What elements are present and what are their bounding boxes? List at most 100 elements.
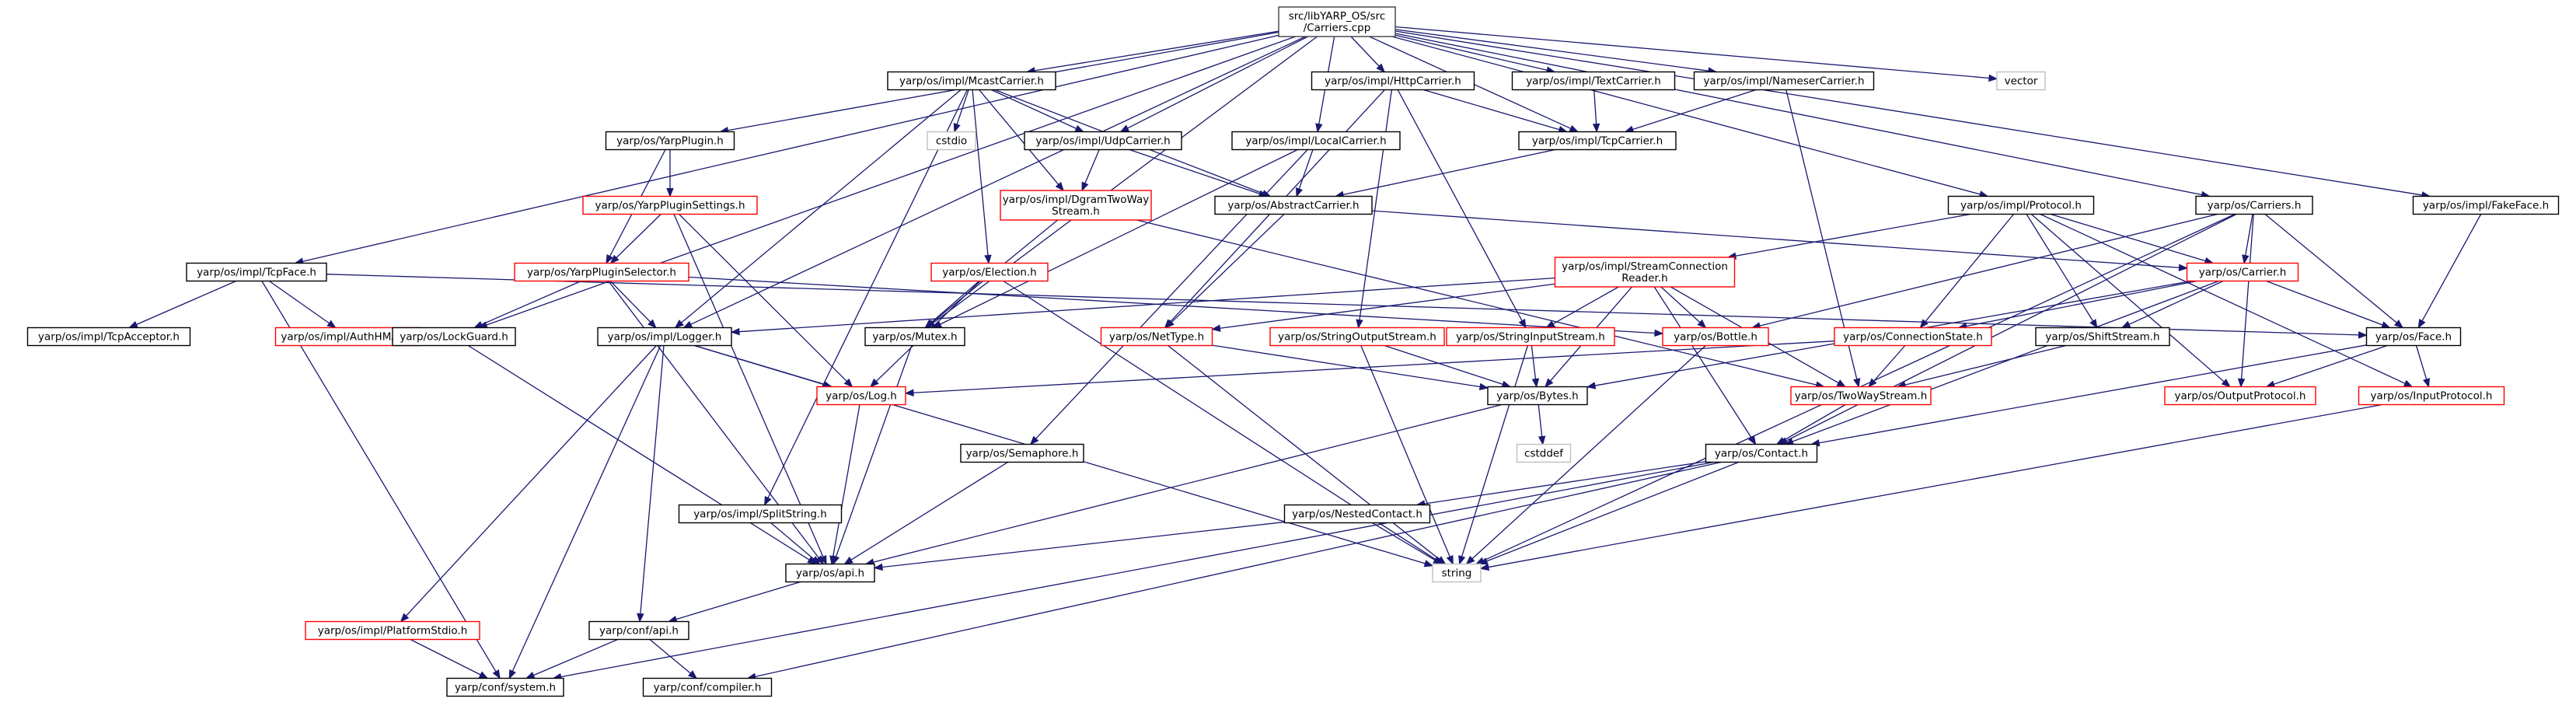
node-box <box>1947 195 2095 215</box>
node-box <box>1516 443 1572 463</box>
node-fakeface[interactable]: yarp/os/impl/FakeFace.h <box>2412 195 2560 215</box>
node-contact[interactable]: yarp/os/Contact.h <box>1705 443 1818 463</box>
node-box <box>514 262 689 282</box>
edge-nameser-to-tcpcarrier <box>1624 89 1757 133</box>
node-label: yarp/os/impl/HttpCarrier.h <box>1325 75 1461 88</box>
edge-layer <box>128 26 2482 681</box>
edge-twoway-to-contact <box>1775 403 1846 445</box>
node-splitstring[interactable]: yarp/os/impl/SplitString.h <box>678 504 843 524</box>
node-face[interactable]: yarp/os/Face.h <box>2365 327 2462 347</box>
edge-mutex-to-apih <box>832 345 913 565</box>
node-box <box>1283 504 1431 524</box>
node-yarpplugin[interactable]: yarp/os/YarpPlugin.h <box>605 131 735 151</box>
node-confcompiler[interactable]: yarp/conf/compiler.h <box>642 677 773 697</box>
node-nettype[interactable]: yarp/os/NetType.h <box>1100 327 1213 347</box>
node-label: yarp/os/AbstractCarrier.h <box>1227 200 1359 212</box>
node-box <box>597 327 732 347</box>
node-local[interactable]: yarp/os/impl/LocalCarrier.h <box>1231 131 1401 151</box>
node-mcast[interactable]: yarp/os/impl/McastCarrier.h <box>887 71 1056 91</box>
node-label: yarp/os/Mutex.h <box>872 331 957 344</box>
edge-scr-to-nettype <box>1211 283 1555 332</box>
node-label: yarp/os/Carriers.h <box>2208 200 2302 212</box>
node-sos[interactable]: yarp/os/StringOutputStream.h <box>1269 327 1445 347</box>
node-logh[interactable]: yarp/os/Log.h <box>816 386 906 406</box>
edge-nestedcontact-to-string <box>1372 522 1443 565</box>
edge-confapi-to-confcompiler <box>649 638 698 679</box>
node-tcpacceptor[interactable]: yarp/os/impl/TcpAcceptor.h <box>26 327 191 347</box>
node-label: yarp/os/YarpPluginSelector.h <box>527 267 676 279</box>
node-nestedcontact[interactable]: yarp/os/NestedContact.h <box>1283 504 1431 524</box>
node-box <box>2186 262 2299 282</box>
node-label: vector <box>2005 75 2038 88</box>
node-pluginsettings[interactable]: yarp/os/YarpPluginSettings.h <box>582 195 758 215</box>
node-pluginselector[interactable]: yarp/os/YarpPluginSelector.h <box>514 262 689 282</box>
node-box <box>1100 327 1213 347</box>
node-box <box>1554 257 1736 288</box>
node-logger[interactable]: yarp/os/impl/Logger.h <box>597 327 732 347</box>
edge-protocol-to-scr <box>1726 213 1971 260</box>
node-semaphore[interactable]: yarp/os/Semaphore.h <box>960 443 1084 463</box>
node-label: yarp/os/impl/TcpFace.h <box>197 267 316 279</box>
node-label: yarp/os/Face.h <box>2375 331 2452 344</box>
node-outproto[interactable]: yarp/os/OutputProtocol.h <box>2164 386 2316 406</box>
node-box <box>2035 327 2170 347</box>
edge-mcast-to-udp <box>990 89 1084 133</box>
edge-yarpplugin-to-pluginsettings <box>666 149 674 197</box>
node-nameser[interactable]: yarp/os/impl/NameserCarrier.h <box>1693 71 1875 91</box>
node-cstdio: cstdio <box>927 131 976 151</box>
node-twoway[interactable]: yarp/os/TwoWayStream.h <box>1790 386 1932 406</box>
node-http[interactable]: yarp/os/impl/HttpCarrier.h <box>1311 71 1475 91</box>
node-box <box>1487 386 1588 406</box>
edge-abstract-to-carrierh <box>1371 210 2188 271</box>
node-abstract[interactable]: yarp/os/AbstractCarrier.h <box>1214 195 1373 215</box>
node-election[interactable]: yarp/os/Election.h <box>930 262 1049 282</box>
node-tcpface[interactable]: yarp/os/impl/TcpFace.h <box>186 262 327 282</box>
node-label: yarp/os/Log.h <box>826 390 897 403</box>
node-label: yarp/os/impl/Logger.h <box>608 331 722 344</box>
edge-text-to-tcpcarrier <box>1592 89 1600 133</box>
node-label: Stream.h <box>1052 205 1100 218</box>
node-label: yarp/os/OutputProtocol.h <box>2175 390 2306 403</box>
node-shiftstream[interactable]: yarp/os/ShiftStream.h <box>2035 327 2170 347</box>
node-confapi[interactable]: yarp/conf/api.h <box>588 620 689 641</box>
node-tcpcarrier[interactable]: yarp/os/impl/TcpCarrier.h <box>1518 131 1677 151</box>
edge-sos-to-bytes <box>1384 344 1512 388</box>
node-box <box>2195 195 2313 215</box>
edge-protocol-to-shiftstream <box>2026 214 2098 329</box>
edge-tcpface-to-face <box>326 274 2368 339</box>
edge-protocol-to-connstate <box>1919 214 2015 329</box>
node-authhmac[interactable]: yarp/os/impl/AuthHMAC.h <box>274 327 422 347</box>
node-cstddef: cstddef <box>1516 443 1572 463</box>
node-string: string <box>1432 563 1482 583</box>
node-box <box>582 195 758 215</box>
node-bytes[interactable]: yarp/os/Bytes.h <box>1487 386 1588 406</box>
node-confsystem[interactable]: yarp/conf/system.h <box>446 677 564 697</box>
edge-pluginsettings-to-logh <box>679 214 853 388</box>
edge-carrierh-to-contact <box>1784 280 2219 445</box>
node-udp[interactable]: yarp/os/impl/UdpCarrier.h <box>1024 131 1182 151</box>
node-bottle[interactable]: yarp/os/Bottle.h <box>1662 327 1769 347</box>
node-box <box>678 504 843 524</box>
edge-scr-to-logger <box>730 277 1555 336</box>
node-mutex[interactable]: yarp/os/Mutex.h <box>864 327 965 347</box>
node-carriers-cpp[interactable]: src/libYARP_OS/src/Carriers.cpp <box>1278 6 1396 37</box>
node-label: Reader.h <box>1621 272 1667 285</box>
edge-scr-to-bottle <box>1660 286 1707 329</box>
node-carrierh[interactable]: yarp/os/Carrier.h <box>2186 262 2299 282</box>
node-connstate[interactable]: yarp/os/ConnectionState.h <box>1834 327 1992 347</box>
node-protocol[interactable]: yarp/os/impl/Protocol.h <box>1947 195 2095 215</box>
node-inproto[interactable]: yarp/os/InputProtocol.h <box>2358 386 2505 406</box>
node-text[interactable]: yarp/os/impl/TextCarrier.h <box>1511 71 1676 91</box>
edge-logh-to-apih <box>829 404 860 565</box>
node-lockguard[interactable]: yarp/os/LockGuard.h <box>392 327 516 347</box>
node-apih[interactable]: yarp/os/api.h <box>785 563 875 583</box>
edge-nettype-to-string <box>1168 344 1447 565</box>
node-sis[interactable]: yarp/os/StringInputStream.h <box>1446 327 1615 347</box>
edge-mcast-to-election <box>972 89 992 264</box>
node-carriersh[interactable]: yarp/os/Carriers.h <box>2195 195 2313 215</box>
edge-carriers_cpp-to-protocol <box>1391 36 1989 198</box>
node-box <box>605 131 735 151</box>
node-platformstdio[interactable]: yarp/os/impl/PlatformStdio.h <box>305 620 480 641</box>
